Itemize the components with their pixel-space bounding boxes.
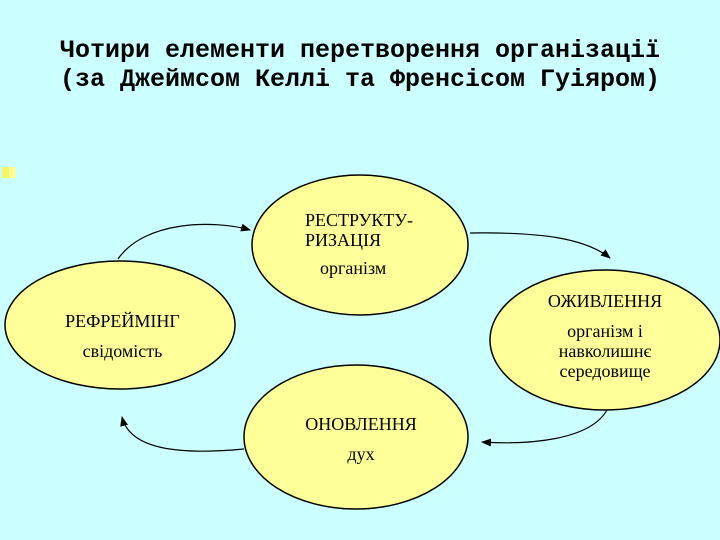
restructuring-title-line-1: РЕСТРУКТУ- — [305, 210, 414, 230]
revitalization-subtitle-line-3: середовище — [559, 361, 651, 381]
arrow-renewal-to-reframing — [120, 416, 245, 452]
arrow-revitalization-to-renewal — [481, 409, 608, 447]
ellipse-renewal — [243, 364, 469, 510]
ellipse-revitalization — [489, 269, 720, 411]
renewal-subtitle: дух — [347, 444, 375, 464]
restructuring-label: РЕСТРУКТУ- РИЗАЦІЯ організм — [280, 210, 440, 278]
reframing-subtitle: свідомість — [82, 341, 163, 361]
ellipse-restructuring — [251, 174, 469, 316]
renewal-title: ОНОВЛЕННЯ — [305, 414, 417, 434]
title-line-1: Чотири елементи перетворення організації — [59, 36, 661, 65]
ellipse-reframing — [4, 260, 236, 390]
bullet-marker — [2, 167, 16, 178]
title-line-2: (за Джеймсом Келлі та Френсісом Гуіяром) — [59, 65, 661, 94]
revitalization-label: ОЖИВЛЕННЯ організм і навколишнє середови… — [520, 291, 690, 381]
page-title: Чотири елементи перетворення організації… — [0, 36, 720, 94]
revitalization-subtitle-line-1: організм і — [567, 321, 643, 341]
renewal-label: ОНОВЛЕННЯ дух — [276, 414, 446, 464]
arrow-reframing-to-restructuring — [117, 223, 251, 260]
revitalization-subtitle-line-2: навколишнє — [558, 341, 652, 361]
restructuring-title-line-2: РИЗАЦІЯ — [305, 230, 382, 250]
arrow-restructuring-to-revitalization — [469, 232, 611, 259]
revitalization-title: ОЖИВЛЕННЯ — [547, 291, 663, 311]
reframing-label: РЕФРЕЙМІНГ свідомість — [40, 311, 205, 361]
restructuring-subtitle: організм — [320, 258, 387, 278]
reframing-title: РЕФРЕЙМІНГ — [65, 311, 180, 331]
